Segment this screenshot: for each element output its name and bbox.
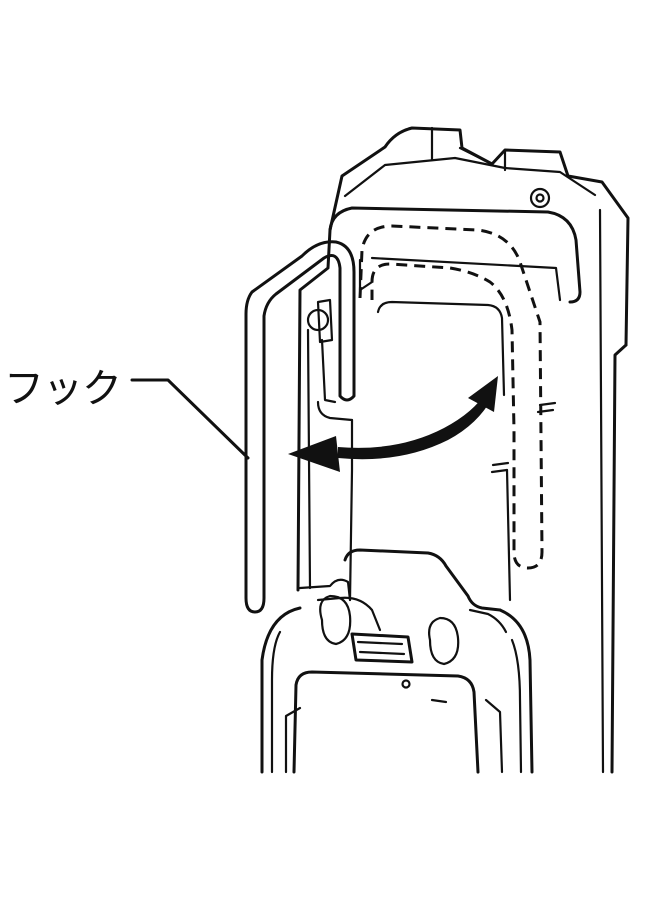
hook-alternate-position	[358, 224, 544, 570]
hook	[244, 240, 356, 614]
bolt-icon	[529, 187, 551, 209]
leader-line	[130, 378, 250, 460]
work-light-body	[260, 126, 630, 774]
pivot-knob-icon	[306, 298, 337, 404]
callout-label: フック	[4, 366, 122, 412]
rotation-arrow-icon	[288, 376, 498, 472]
